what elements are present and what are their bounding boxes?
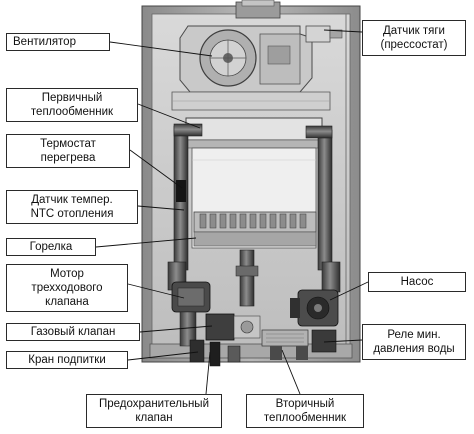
left-heating-pipe xyxy=(167,123,203,291)
label-ntc-sensor: Датчик темпер. NTC отопления xyxy=(6,190,138,224)
label-primary-heat-exchanger-text: Первичный теплообменник xyxy=(30,92,114,118)
label-fill-tap-text: Кран подпитки xyxy=(28,354,106,366)
label-three-way-motor: Мотор трехходового клапана xyxy=(6,264,128,312)
label-secondary-heat-exchanger: Вторичный теплообменник xyxy=(246,394,364,428)
label-fan-text: Вентилятор xyxy=(13,36,76,48)
primary-heat-exchanger xyxy=(185,117,323,149)
label-fill-tap: Кран подпитки xyxy=(6,351,128,369)
label-gas-valve-text: Газовый клапан xyxy=(30,326,116,338)
label-overheat-thermostat: Термостат перегрева xyxy=(6,134,130,168)
fan-unit xyxy=(179,25,313,93)
label-pressure-relay: Реле мин. давления воды xyxy=(362,324,466,360)
leader-lines xyxy=(95,29,369,395)
label-pressure-relay-text: Реле мин. давления воды xyxy=(373,329,455,355)
burner-assembly xyxy=(193,211,317,247)
label-safety-valve-text: Предохранительный клапан xyxy=(99,398,209,424)
smoke-hood xyxy=(171,91,331,111)
label-three-way-motor-text: Мотор трехходового клапана xyxy=(31,268,103,308)
label-ntc-sensor-text: Датчик темпер. NTC отопления xyxy=(30,194,114,220)
label-draft-sensor-text: Датчик тяги (прессостат) xyxy=(380,25,448,51)
gas-pipe xyxy=(235,249,259,307)
label-pump: Насос xyxy=(368,272,466,292)
label-pump-text: Насос xyxy=(400,276,434,288)
label-safety-valve: Предохранительный клапан xyxy=(86,394,222,428)
gas-valve-body xyxy=(205,313,261,341)
right-heating-pipe xyxy=(305,125,341,293)
label-burner: Горелка xyxy=(6,238,96,256)
label-fan: Вентилятор xyxy=(6,33,110,51)
pump-body xyxy=(290,289,339,327)
three-way-valve-motor xyxy=(171,281,211,347)
label-burner-text: Горелка xyxy=(29,241,73,253)
label-primary-heat-exchanger: Первичный теплообменник xyxy=(6,88,138,122)
label-gas-valve: Газовый клапан xyxy=(6,323,140,341)
label-secondary-heat-exchanger-text: Вторичный теплообменник xyxy=(263,398,347,424)
flue-outlet xyxy=(235,0,281,19)
label-overheat-thermostat-text: Термостат перегрева xyxy=(40,138,96,164)
label-draft-sensor: Датчик тяги (прессостат) xyxy=(362,20,466,56)
secondary-heat-exchanger xyxy=(261,329,337,360)
bottom-fittings xyxy=(189,339,241,367)
